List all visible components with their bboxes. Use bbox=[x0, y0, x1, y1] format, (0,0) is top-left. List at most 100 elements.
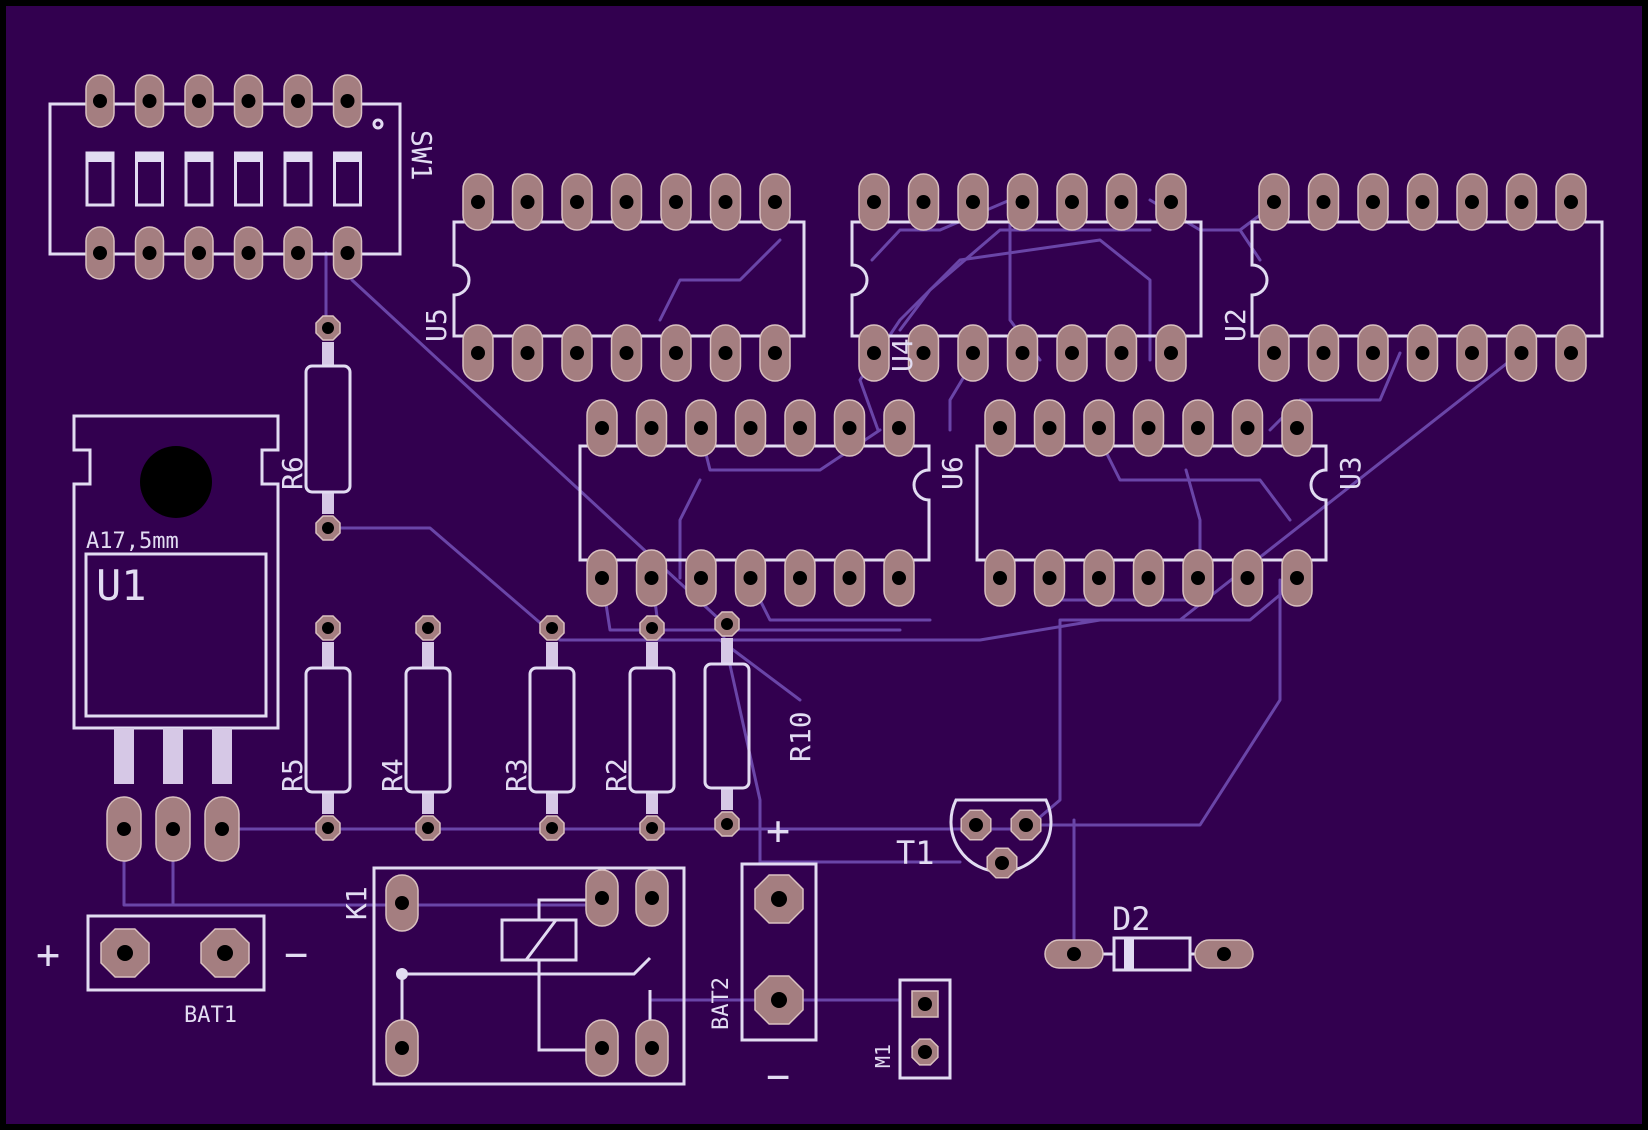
u6-pad-top-4-drill bbox=[743, 421, 758, 435]
r2-pad-1-drill bbox=[646, 622, 658, 634]
u1-pad-3-drill bbox=[215, 822, 229, 836]
r10-pad-1-drill bbox=[721, 618, 733, 630]
r4-body bbox=[404, 666, 452, 794]
r3-lead-1 bbox=[546, 642, 558, 668]
r3-pad-2-drill bbox=[546, 822, 558, 834]
u3-pad-top-1-drill bbox=[993, 421, 1007, 435]
r5-lead-1 bbox=[322, 642, 334, 668]
m1-pad-1 bbox=[911, 990, 939, 1018]
r4-pad-1-drill bbox=[422, 622, 434, 634]
trace-13 bbox=[858, 238, 1152, 432]
sw1-pad-top-6-drill bbox=[340, 94, 355, 108]
r2-lead-1 bbox=[646, 642, 658, 668]
u3-label: U3 bbox=[1334, 456, 1367, 490]
u2-pad-top-7-drill bbox=[1564, 195, 1578, 209]
k1-junction bbox=[396, 968, 408, 980]
trace-9 bbox=[1024, 578, 1282, 827]
u2-pad-bottom-4-drill bbox=[1415, 346, 1430, 360]
k1-pad-4-drill bbox=[395, 1041, 409, 1055]
r5-pad-2-drill bbox=[322, 822, 334, 834]
u2-pad-top-5-drill bbox=[1465, 195, 1479, 209]
u3-outline bbox=[975, 444, 1328, 562]
u1-pad-2-drill bbox=[166, 822, 180, 836]
u6-pad-bottom-4-drill bbox=[743, 571, 758, 585]
r5-pad-1-drill bbox=[322, 622, 334, 634]
sw1-switch-top-5 bbox=[285, 153, 311, 162]
u5-pad-bottom-6-drill bbox=[718, 346, 733, 360]
u3-pad-bottom-5-drill bbox=[1191, 571, 1205, 585]
r2-pad-2-drill bbox=[646, 822, 658, 834]
u4-pad-bottom-2-drill bbox=[916, 346, 931, 360]
u3-pad-top-6-drill bbox=[1240, 421, 1255, 435]
u5-outline bbox=[452, 220, 806, 338]
u3-pad-top-7-drill bbox=[1290, 421, 1304, 435]
silkscreen-layer bbox=[48, 102, 1604, 1086]
u4-pad-bottom-7-drill bbox=[1164, 346, 1178, 360]
u5-pad-bottom-5-drill bbox=[669, 346, 683, 360]
u4-pad-bottom-4-drill bbox=[1015, 346, 1030, 360]
u3-pad-bottom-1-drill bbox=[993, 571, 1007, 585]
u4-pad-top-7-drill bbox=[1164, 195, 1178, 209]
bat2-plus: + bbox=[766, 808, 790, 854]
sw1-pad-bottom-4-drill bbox=[241, 246, 256, 260]
sw1-pad-top-2-drill bbox=[142, 94, 157, 108]
trace-19 bbox=[1238, 228, 1262, 262]
u6-pad-top-7-drill bbox=[892, 421, 906, 435]
k1-pad-6-drill bbox=[645, 1041, 659, 1055]
u5-pad-top-7-drill bbox=[768, 195, 782, 209]
sw1-pad-bottom-2-drill bbox=[142, 246, 157, 260]
u2-pad-top-2-drill bbox=[1316, 195, 1331, 209]
u1-heatsink-area bbox=[84, 552, 268, 718]
sw1-outline bbox=[48, 102, 402, 256]
trace-2 bbox=[326, 526, 802, 702]
u4-pad-top-1-drill bbox=[867, 195, 881, 209]
r10-body bbox=[703, 662, 751, 790]
u4-pad-bottom-5-drill bbox=[1065, 346, 1079, 360]
r3-pad-1-drill bbox=[546, 622, 558, 634]
r3-body bbox=[528, 666, 576, 794]
u6-pad-top-5-drill bbox=[793, 421, 807, 435]
u2-pad-bottom-3-drill bbox=[1366, 346, 1380, 360]
sw1-pad-bottom-1-drill bbox=[93, 246, 107, 260]
k1-pad-1-drill bbox=[395, 896, 409, 910]
u6-label: U6 bbox=[936, 456, 969, 490]
sw1-pin1-marker bbox=[372, 118, 384, 130]
t1-pad-2-drill bbox=[1019, 818, 1033, 832]
u4-pad-top-5-drill bbox=[1065, 195, 1079, 209]
r10-label: R10 bbox=[784, 711, 817, 762]
trace-3 bbox=[350, 278, 962, 864]
bat1-pad-plus-drill bbox=[117, 945, 133, 961]
u3-pad-bottom-3-drill bbox=[1092, 571, 1106, 585]
t1-label: T1 bbox=[896, 834, 935, 872]
u3-pad-bottom-4-drill bbox=[1141, 571, 1156, 585]
label-layer: SW1 U5 U4 U2 U6 U3 U1 A17,5mm R6 R5 R4 R… bbox=[36, 130, 1367, 1100]
k1-coil-mark bbox=[524, 919, 558, 961]
u5-pad-top-3-drill bbox=[570, 195, 584, 209]
u5-pad-bottom-3-drill bbox=[570, 346, 584, 360]
sw1-pad-top-1-drill bbox=[93, 94, 107, 108]
r5-lead-2 bbox=[322, 792, 334, 814]
r2-body bbox=[628, 666, 676, 794]
bat2-pad-plus-drill bbox=[771, 891, 787, 907]
sw1-pad-bottom-6-drill bbox=[340, 246, 355, 260]
u5-pad-top-5-drill bbox=[669, 195, 683, 209]
r4-label: R4 bbox=[376, 758, 409, 792]
u3-pad-top-5-drill bbox=[1191, 421, 1205, 435]
u4-pad-bottom-1-drill bbox=[867, 346, 881, 360]
resistor-layer bbox=[304, 342, 751, 814]
r2-label: R2 bbox=[600, 758, 633, 792]
u2-pad-bottom-1-drill bbox=[1267, 346, 1281, 360]
r4-lead-1 bbox=[422, 642, 434, 668]
m1-pad-2-drill bbox=[918, 1045, 932, 1059]
u4-pad-top-3-drill bbox=[966, 195, 980, 209]
bat2-pad-minus-drill bbox=[771, 992, 787, 1008]
u6-pad-top-6-drill bbox=[842, 421, 857, 435]
u3-pad-top-3-drill bbox=[1092, 421, 1106, 435]
u3-pad-bottom-6-drill bbox=[1240, 571, 1255, 585]
t1-pad-3-drill bbox=[995, 856, 1009, 870]
k1-pad-5-drill bbox=[595, 1041, 609, 1055]
t1-pad-1-drill bbox=[969, 818, 983, 832]
u1-outline bbox=[72, 414, 280, 730]
u6-pad-bottom-7-drill bbox=[892, 571, 906, 585]
